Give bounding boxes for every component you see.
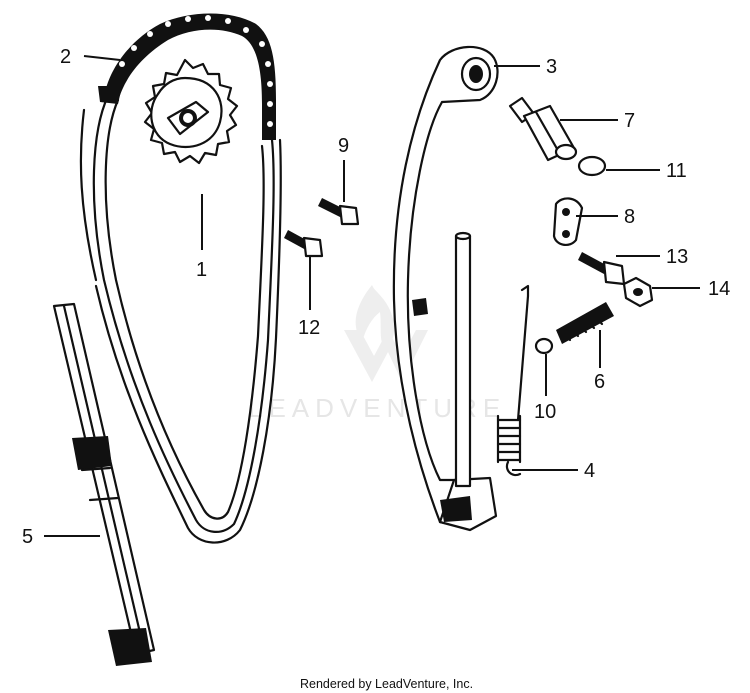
nut-14 xyxy=(622,276,654,308)
callout-1: 1 xyxy=(196,259,207,281)
tensioner-plunger xyxy=(508,96,578,162)
callout-2: 2 xyxy=(60,46,71,68)
callout-9: 9 xyxy=(338,135,349,157)
bolt-13 xyxy=(578,252,626,286)
callout-14: 14 xyxy=(708,278,730,300)
callout-13: 13 xyxy=(666,246,688,268)
callout-11: 11 xyxy=(666,160,687,182)
callout-3: 3 xyxy=(546,56,557,78)
washer-10 xyxy=(534,337,554,355)
set-plate xyxy=(552,197,584,246)
callout-8: 8 xyxy=(624,206,635,228)
leader-lines xyxy=(44,55,700,537)
callout-5: 5 xyxy=(22,526,33,548)
chain-guide xyxy=(52,302,156,666)
callout-12: 12 xyxy=(298,317,320,339)
washer-11 xyxy=(577,155,607,177)
callout-7: 7 xyxy=(624,110,635,132)
callout-10: 10 xyxy=(534,401,556,423)
callout-6: 6 xyxy=(594,371,605,393)
bolt-9 xyxy=(318,198,360,226)
callout-4: 4 xyxy=(584,460,595,482)
cam-chain xyxy=(79,13,282,544)
footer-credit: Rendered by LeadVenture, Inc. xyxy=(300,677,473,691)
bolt-12 xyxy=(284,230,324,258)
callout-numbers: 1 2 3 4 5 6 7 8 9 10 11 12 13 14 xyxy=(22,46,730,548)
adjuster-bolt xyxy=(556,302,614,344)
sprocket xyxy=(143,58,239,165)
tensioner-arm xyxy=(392,45,499,532)
push-rod xyxy=(454,231,472,488)
tensioner-spring xyxy=(496,284,530,477)
